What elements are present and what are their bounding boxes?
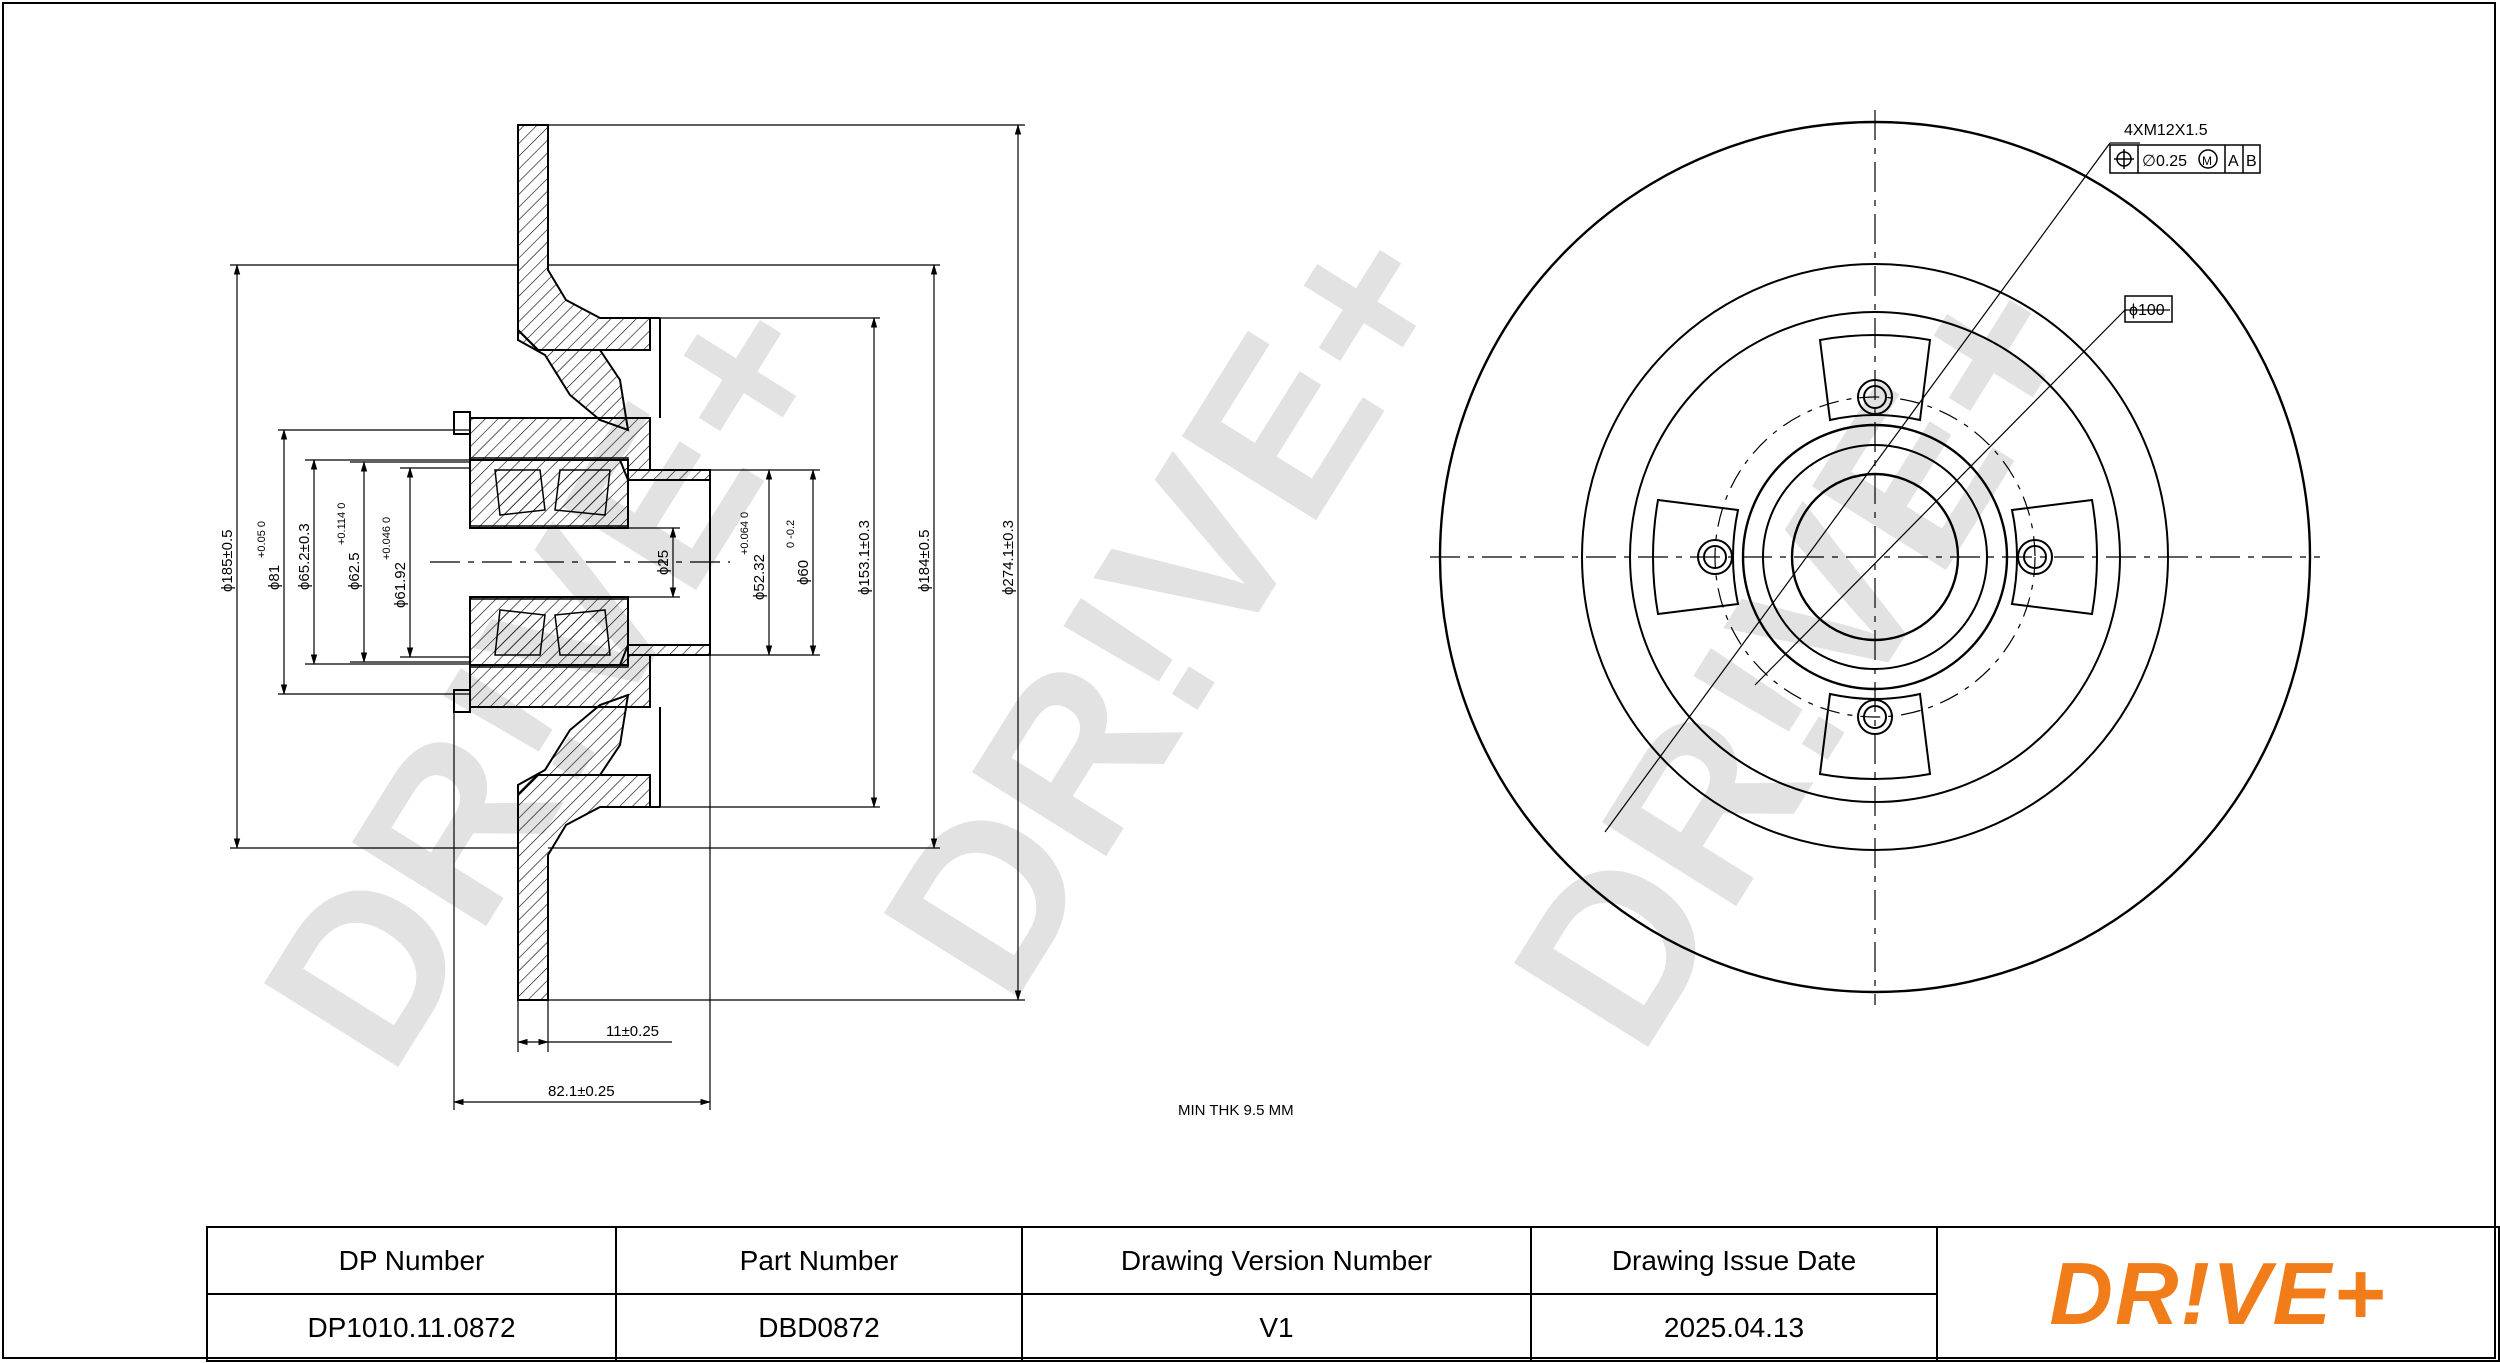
dim-d60: ϕ60 bbox=[795, 560, 812, 585]
header-dp-number: DP Number bbox=[206, 1226, 617, 1295]
dim-d65: ϕ65.2±0.3 bbox=[296, 523, 313, 590]
dim-d52: ϕ52.32 bbox=[751, 554, 768, 600]
fcf-datum-a: A bbox=[2228, 153, 2239, 170]
title-block-value-row: DP1010.11.0872 DBD0872 V1 2025.04.13 bbox=[206, 1293, 2499, 1362]
header-drawing-version: Drawing Version Number bbox=[1021, 1226, 1532, 1295]
side-dimension-texts: ϕ185±0.5 ϕ81 +0.05 0 ϕ65.2±0.3 ϕ62.5 +0.… bbox=[219, 503, 1294, 1119]
dim-d185: ϕ185±0.5 bbox=[219, 529, 236, 592]
min-thickness-note: MIN THK 9.5 MM bbox=[1178, 1102, 1294, 1119]
dim-d61-tol: +0.046 0 bbox=[381, 517, 393, 560]
fcf-tolerance: ∅0.25 bbox=[2142, 153, 2187, 170]
bearing-rollers bbox=[469, 457, 629, 668]
value-issue-date: 2025.04.13 bbox=[1530, 1293, 1938, 1362]
dim-d184: ϕ184±0.5 bbox=[916, 529, 933, 592]
bearing-upper bbox=[469, 457, 629, 527]
dim-d52-tol: +0.064 0 bbox=[739, 512, 751, 555]
value-part-number: DBD0872 bbox=[615, 1293, 1023, 1362]
dim-d153: ϕ153.1±0.3 bbox=[856, 520, 873, 595]
dim-d25: ϕ25 bbox=[655, 550, 672, 575]
dim-d81: ϕ81 bbox=[266, 565, 283, 590]
title-block-header-row: DP Number Part Number Drawing Version Nu… bbox=[206, 1226, 2500, 1362]
side-outline bbox=[453, 317, 711, 808]
dim-d62-tol: +0.114 0 bbox=[336, 503, 348, 545]
hat-pockets bbox=[1652, 334, 2098, 780]
mmc-modifier-icon bbox=[2198, 149, 2218, 169]
fcf-modifier: M bbox=[2202, 154, 2212, 168]
side-dimension-lines bbox=[230, 123, 1025, 1110]
logo-cell: DR!VE+ bbox=[1936, 1226, 2500, 1362]
bearing-lower bbox=[469, 598, 629, 668]
dim-d274: ϕ274.1±0.3 bbox=[1000, 520, 1017, 595]
fcf-datum-b: B bbox=[2246, 153, 2257, 170]
thread-callout: 4XM12X1.5 bbox=[2124, 122, 2208, 139]
dim-d81-tol: +0.05 0 bbox=[256, 521, 268, 558]
dim-d60-tol: 0 -0.2 bbox=[785, 520, 797, 548]
disc-face-lower bbox=[517, 774, 651, 1001]
header-issue-date: Drawing Issue Date bbox=[1530, 1226, 1938, 1295]
dim-w82: 82.1±0.25 bbox=[548, 1083, 615, 1100]
title-block-table: DP Number Part Number Drawing Version Nu… bbox=[206, 1226, 2500, 1362]
dim-w11: 11±0.25 bbox=[606, 1023, 659, 1040]
value-dp-number: DP1010.11.0872 bbox=[206, 1293, 617, 1362]
brand-logo: DR!VE+ bbox=[2049, 1244, 2387, 1343]
header-part-number: Part Number bbox=[615, 1226, 1023, 1295]
front-view bbox=[1430, 110, 2320, 1005]
dim-d62: ϕ62.5 bbox=[346, 552, 363, 590]
dim-d61: ϕ61.92 bbox=[392, 562, 409, 608]
pcd-label-box bbox=[2124, 295, 2173, 323]
front-dimension-texts: 4XM12X1.5 ∅0.25 M A B ϕ100 bbox=[2124, 122, 2257, 319]
feature-control-frame bbox=[2109, 144, 2261, 323]
pcd-callout: ϕ100 bbox=[2129, 302, 2165, 319]
value-drawing-version: V1 bbox=[1021, 1293, 1532, 1362]
watermark-text-3: DR!VE+ bbox=[1464, 229, 2132, 1086]
